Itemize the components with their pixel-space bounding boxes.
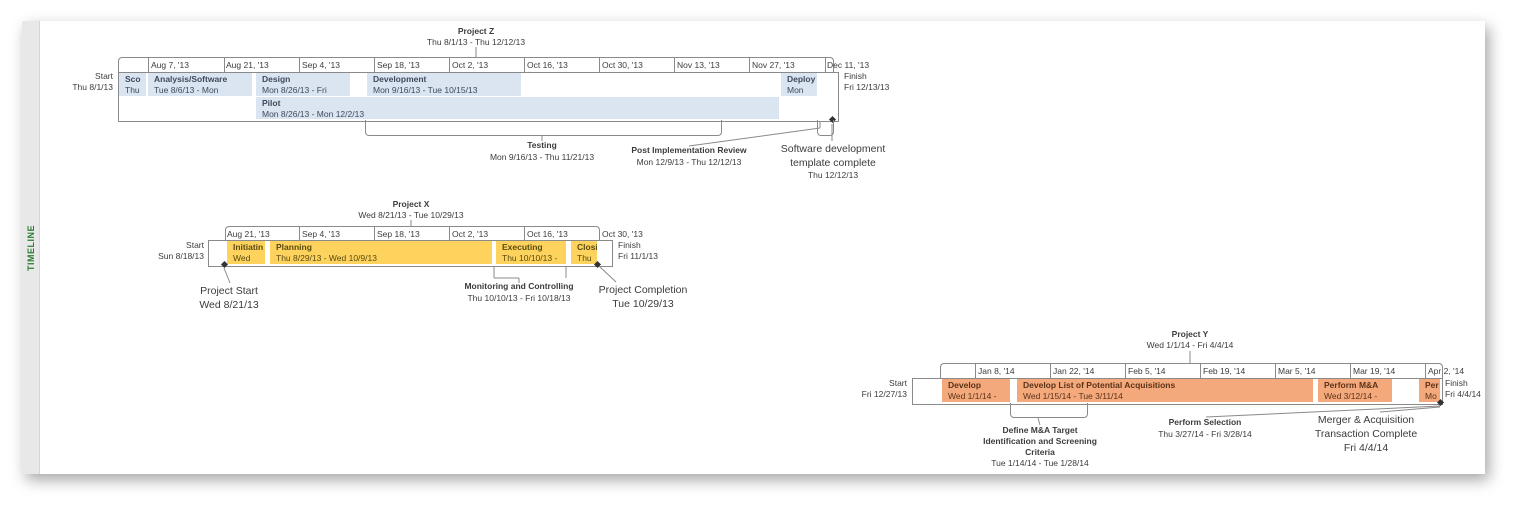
callout-testing-name: Testing (527, 140, 557, 150)
project-y-finish-label: Finish (1445, 378, 1468, 388)
tick-label: Aug 21, '13 (227, 229, 270, 239)
tick-label: Mar 5, '14 (1278, 366, 1316, 376)
timeline-sidebar[interactable]: TIMELINE (22, 21, 40, 474)
project-z-finish-label: Finish (844, 71, 867, 81)
project-y-scale[interactable]: Jan 8, '14 Jan 22, '14 Feb 5, '14 Feb 19… (940, 363, 1464, 379)
milestone-project-completion-date: Tue 10/29/13 (612, 298, 674, 310)
tick-label: Apr 2, '14 (1428, 366, 1465, 376)
tick-label: Jan 22, '14 (1053, 366, 1095, 376)
callout-bracket-testing[interactable] (365, 120, 722, 136)
tick-label: Oct 2, '13 (452, 60, 489, 70)
callout-pir-dates: Mon 12/9/13 - Thu 12/12/13 (636, 157, 742, 167)
tick-label: Sep 18, '13 (377, 229, 420, 239)
milestone-project-start-name: Project Start (200, 285, 258, 297)
project-z-dates: Thu 8/1/13 - Thu 12/12/13 (426, 37, 526, 47)
callout-define-name-1: Define M&A Target (1002, 425, 1078, 435)
milestone-project-start-date: Wed 8/21/13 (199, 299, 259, 311)
milestone-complete-name-2: template complete (790, 157, 876, 169)
tick-label: Oct 16, '13 (527, 60, 568, 70)
tick-label: Nov 13, '13 (677, 60, 720, 70)
tick-label: Oct 30, '13 (602, 229, 643, 239)
milestone-ma-name-1: Merger & Acquisition (1317, 414, 1415, 426)
callout-define-name-3: Criteria (1025, 447, 1055, 457)
timeline-label: TIMELINE (25, 224, 36, 271)
callout-mc-dates: Thu 10/10/13 - Fri 10/18/13 (467, 293, 571, 303)
callout-mc-name: Monitoring and Controlling (464, 281, 574, 291)
milestone-ma-date: Fri 4/4/14 (1343, 442, 1389, 454)
tick-label: Oct 2, '13 (452, 229, 489, 239)
callout-define-name-2: Identification and Screening (983, 436, 1097, 446)
tick-label: Aug 21, '13 (226, 60, 269, 70)
tick-label: Jan 8, '14 (978, 366, 1015, 376)
project-z-finish-date: Fri 12/13/13 (844, 82, 890, 92)
tick-label: Sep 18, '13 (377, 60, 420, 70)
tick-label: Sep 4, '13 (302, 229, 341, 239)
milestone-complete-name-1: Software development (780, 143, 886, 155)
tick-label: Dec 11, '13 (827, 60, 870, 70)
callout-perform-selection-dates: Thu 3/27/14 - Fri 3/28/14 (1158, 429, 1252, 439)
callout-bracket-pir[interactable] (817, 120, 834, 136)
project-x-start-date: Sun 8/18/13 (158, 251, 204, 261)
milestone-project-completion-name: Project Completion (598, 284, 688, 296)
tick-label: Nov 27, '13 (752, 60, 795, 70)
project-x-scale[interactable]: Aug 21, '13 Sep 4, '13 Sep 18, '13 Oct 2… (225, 226, 643, 242)
project-x-title: Project X (392, 199, 430, 209)
tick-label: Aug 7, '13 (151, 60, 190, 70)
tick-label: Mar 19, '14 (1353, 366, 1396, 376)
project-y-start-date: Fri 12/27/13 (861, 389, 907, 399)
project-x-dates: Wed 8/21/13 - Tue 10/29/13 (358, 210, 464, 220)
callout-pir-name: Post Implementation Review (631, 145, 747, 155)
callout-testing-dates: Mon 9/16/13 - Thu 11/21/13 (489, 152, 595, 162)
callout-bracket-define[interactable] (1010, 403, 1088, 418)
project-y-dates: Wed 1/1/14 - Fri 4/4/14 (1146, 340, 1234, 350)
tick-label: Oct 30, '13 (602, 60, 643, 70)
project-z-start-date: Thu 8/1/13 (72, 82, 113, 92)
project-y-start-label: Start (889, 378, 907, 388)
project-x-finish-date: Fri 11/1/13 (618, 251, 659, 261)
project-z-scale[interactable]: Aug 7, '13 Aug 21, '13 Sep 4, '13 Sep 18… (118, 57, 869, 73)
milestone-complete-date: Thu 12/12/13 (807, 170, 859, 180)
project-y-title: Project Y (1171, 329, 1209, 339)
project-x-finish-label: Finish (618, 240, 641, 250)
project-z-title: Project Z (457, 26, 495, 36)
tick-label: Sep 4, '13 (302, 60, 341, 70)
project-z-start-label: Start (95, 71, 113, 81)
tick-label: Feb 5, '14 (1128, 366, 1166, 376)
callout-define-dates: Tue 1/14/14 - Tue 1/28/14 (991, 458, 1089, 468)
milestone-ma-name-2: Transaction Complete (1314, 428, 1418, 440)
tick-label: Feb 19, '14 (1203, 366, 1246, 376)
project-y-finish-date: Fri 4/4/14 (1445, 389, 1481, 399)
project-x-start-label: Start (186, 240, 204, 250)
callout-perform-selection-name: Perform Selection (1168, 417, 1242, 427)
tick-label: Oct 16, '13 (527, 229, 568, 239)
